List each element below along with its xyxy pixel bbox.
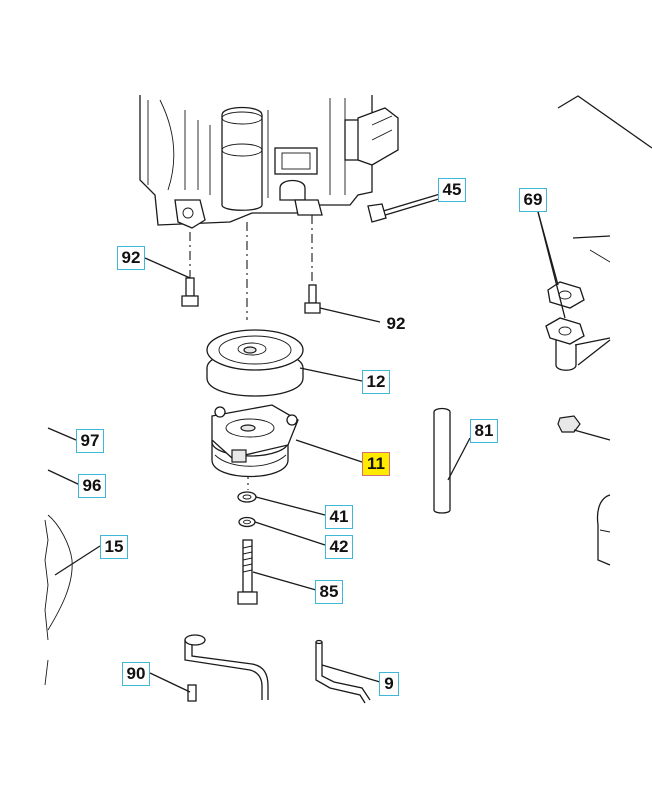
bolt-92-left — [181, 277, 199, 307]
callout-92-boxed[interactable]: 92 — [117, 246, 145, 270]
callout-85[interactable]: 85 — [315, 580, 343, 604]
callout-92-plain[interactable]: 92 — [386, 314, 406, 333]
bolt-85 — [237, 539, 258, 605]
callout-15[interactable]: 15 — [100, 535, 128, 559]
callout-45[interactable]: 45 — [438, 178, 466, 202]
lever-rod-9 — [315, 639, 371, 704]
callout-96[interactable]: 96 — [78, 474, 106, 498]
callout-90[interactable]: 90 — [122, 662, 150, 686]
callout-42[interactable]: 42 — [325, 535, 353, 559]
deck-outline-left — [44, 514, 73, 686]
callout-12[interactable]: 12 — [362, 370, 390, 394]
muffler-fragment — [596, 494, 611, 566]
clutch-11 — [211, 404, 299, 478]
gasket-69-lower — [545, 317, 585, 371]
bolt-45 — [367, 193, 443, 223]
callout-69[interactable]: 69 — [519, 188, 547, 212]
gasket-69-upper — [547, 281, 585, 309]
lever-rod-90 — [184, 634, 269, 702]
nut-right — [557, 415, 581, 433]
frame-outline-right — [557, 95, 652, 366]
bolt-92-right — [304, 284, 321, 314]
callout-9[interactable]: 9 — [379, 672, 399, 696]
washer-41 — [237, 491, 257, 503]
callout-11-highlighted[interactable]: 11 — [362, 452, 390, 476]
pulley-12 — [206, 329, 304, 397]
callout-81[interactable]: 81 — [470, 419, 498, 443]
rod-81 — [433, 407, 451, 514]
engine-block — [139, 95, 399, 229]
callout-41[interactable]: 41 — [325, 505, 353, 529]
callout-97[interactable]: 97 — [76, 429, 104, 453]
washer-42 — [238, 516, 256, 528]
leader-lines — [47, 189, 611, 693]
